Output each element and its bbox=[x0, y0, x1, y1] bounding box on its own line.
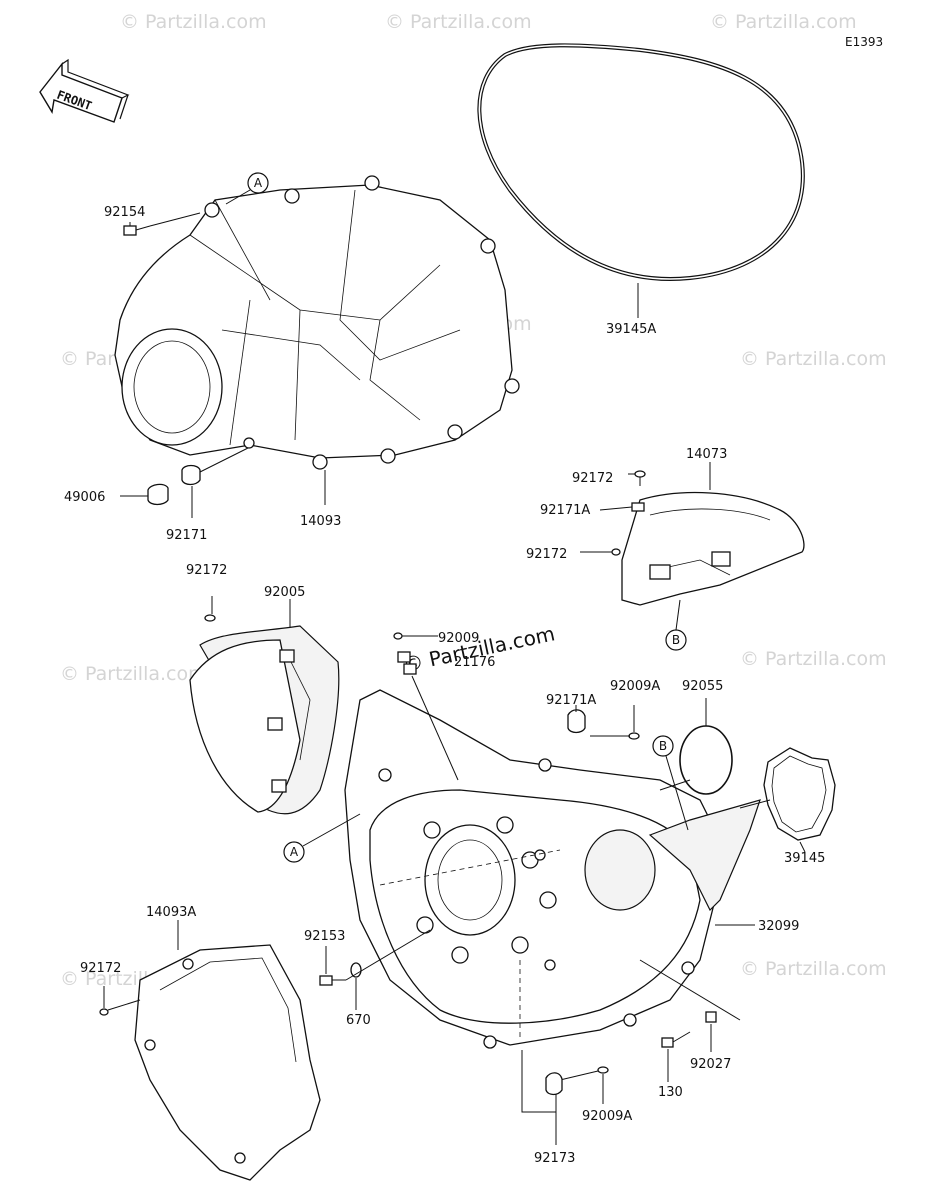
clamp-21176 bbox=[397, 651, 459, 781]
part-label: 92027 bbox=[690, 1057, 731, 1072]
part-label: 14073 bbox=[686, 447, 727, 462]
part-label: 92172 bbox=[80, 961, 121, 976]
part-label: 130 bbox=[658, 1085, 683, 1100]
clip-92173 bbox=[521, 1050, 563, 1145]
part-label: 92055 bbox=[682, 679, 723, 694]
air-duct-upper bbox=[621, 462, 805, 631]
part-label: 92154 bbox=[104, 205, 145, 220]
callout-a-upper: A bbox=[225, 172, 269, 205]
cap-49006 bbox=[120, 483, 169, 506]
part-label: 92171 bbox=[166, 528, 207, 543]
clip-92171A-mid bbox=[567, 705, 586, 734]
diagram-code: E1393 bbox=[845, 35, 883, 49]
callout-b-upper: B bbox=[652, 735, 689, 831]
screw-92172-mid bbox=[580, 548, 621, 556]
gasket-39145 bbox=[739, 747, 836, 853]
part-label: 92172 bbox=[526, 547, 567, 562]
clamp-92171 bbox=[181, 447, 249, 518]
watermark-text: © Partzilla.com bbox=[60, 663, 207, 685]
callout-a-lower: A bbox=[283, 813, 361, 863]
callout-letter: A bbox=[290, 845, 299, 859]
watermark-text: © Partzilla.com bbox=[120, 11, 267, 33]
part-label: 39145A bbox=[606, 322, 656, 337]
washer-670 bbox=[350, 962, 362, 1010]
callout-letter: B bbox=[672, 633, 680, 647]
bolt-92154 bbox=[123, 212, 201, 236]
watermark-text: © Partzilla.com bbox=[740, 348, 887, 370]
part-label: 14093A bbox=[146, 905, 196, 920]
screw-92009A-bottom bbox=[559, 1066, 609, 1104]
outer-cover bbox=[114, 175, 520, 505]
drive-belt bbox=[477, 43, 805, 318]
screw-92172-top bbox=[628, 470, 646, 486]
inner-housing bbox=[344, 689, 761, 1049]
part-label: 92173 bbox=[534, 1151, 575, 1166]
part-labels: 92154 39145A 49006 92171 14093 92172 140… bbox=[64, 205, 825, 1166]
part-label: 92005 bbox=[264, 585, 305, 600]
watermark-text: © Partzilla.com bbox=[710, 11, 857, 33]
screw-92009 bbox=[393, 632, 438, 640]
bolt-92153 bbox=[319, 929, 431, 986]
part-label: 92153 bbox=[304, 929, 345, 944]
cap-92027 bbox=[705, 1011, 717, 1052]
screw-92172-bottom bbox=[99, 986, 141, 1016]
part-label: 92009A bbox=[610, 679, 660, 694]
part-label: 32099 bbox=[758, 919, 799, 934]
part-label: 39145 bbox=[784, 851, 825, 866]
watermark-text: © Partzilla.com bbox=[740, 648, 887, 670]
part-label: 670 bbox=[346, 1013, 371, 1028]
watermark-text: © Partzilla.com bbox=[740, 958, 887, 980]
part-label: 92009 bbox=[438, 631, 479, 646]
callout-letter: B bbox=[659, 739, 667, 753]
callout-letter: A bbox=[254, 176, 263, 190]
part-label: 49006 bbox=[64, 490, 105, 505]
screw-92009A-top bbox=[590, 705, 640, 740]
clip-92171A-top bbox=[599, 502, 645, 512]
part-label: 92172 bbox=[186, 563, 227, 578]
front-arrow: FRONT bbox=[39, 58, 130, 123]
part-label: 92171A bbox=[546, 693, 596, 708]
bolt-130 bbox=[639, 959, 741, 1082]
part-label: 92171A bbox=[540, 503, 590, 518]
watermark-text: © Partzilla.com bbox=[385, 11, 532, 33]
part-label: 14093 bbox=[300, 514, 341, 529]
callout-b-lower: B bbox=[665, 629, 687, 651]
part-label: 92009A bbox=[582, 1109, 632, 1124]
part-label: 92172 bbox=[572, 471, 613, 486]
part-label: 21176 bbox=[454, 655, 495, 670]
cover-plate-14093A bbox=[134, 920, 321, 1181]
air-duct-left bbox=[189, 596, 340, 815]
